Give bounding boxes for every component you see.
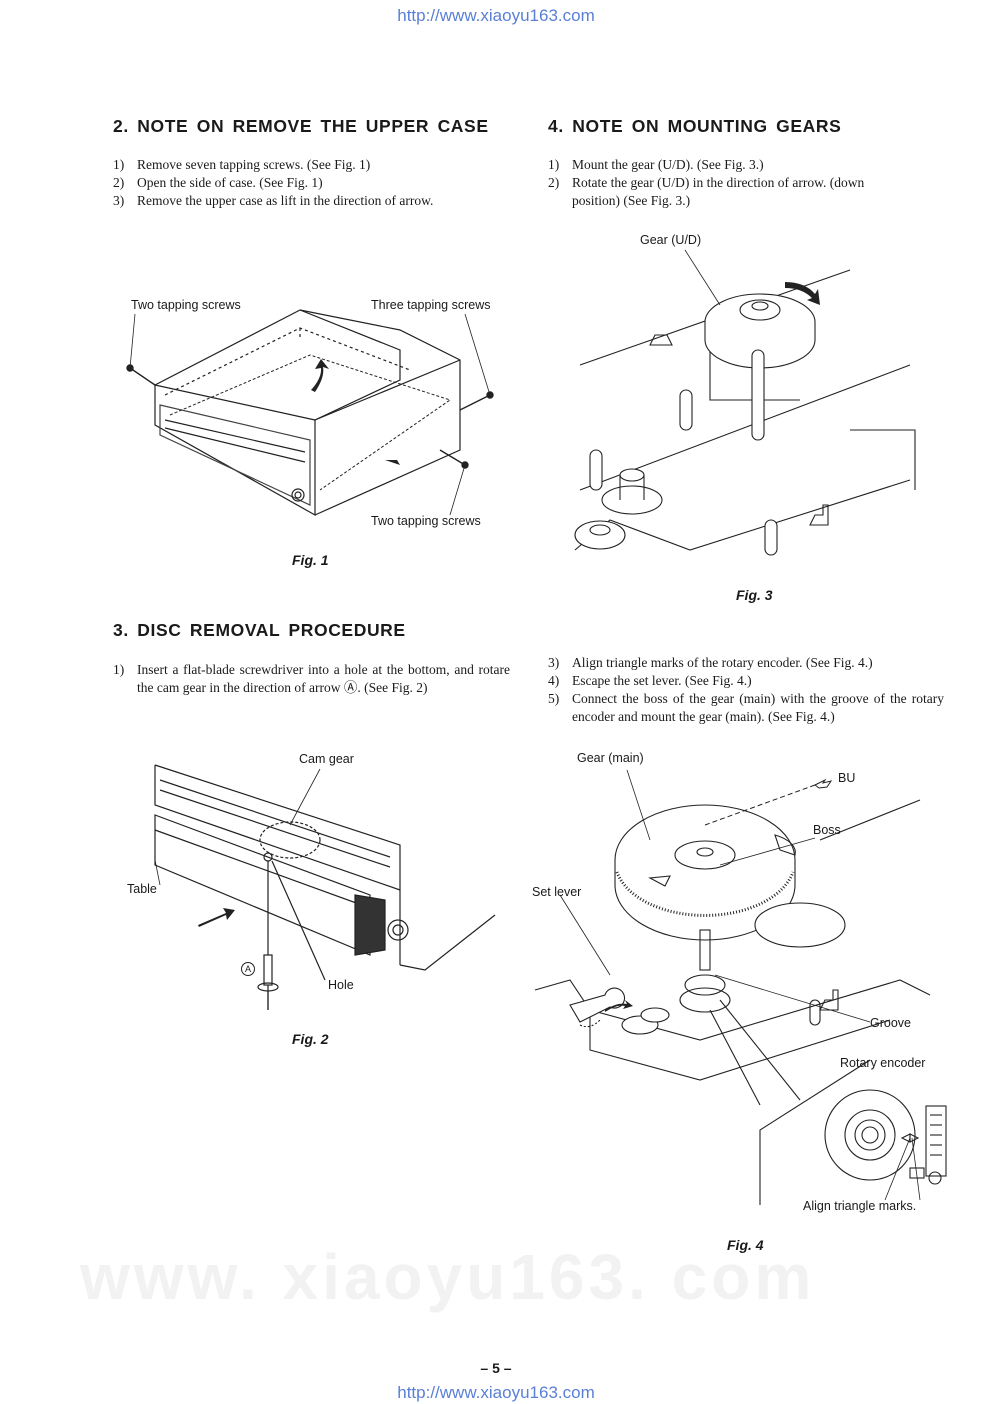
- label-boss: Boss: [813, 823, 841, 837]
- label-gear-ud: Gear (U/D): [640, 233, 702, 247]
- section-2-title: 2. NOTE ON REMOVE THE UPPER CASE: [113, 116, 489, 136]
- section-4-steps: 1)Mount the gear (U/D). (See Fig. 3.) 2)…: [548, 156, 948, 210]
- section-3-steps: 1)Insert a flat-blade screwdriver into a…: [113, 661, 510, 697]
- label-set-lever: Set lever: [532, 885, 582, 899]
- label-groove: Groove: [870, 1016, 911, 1030]
- label-gear-main: Gear (main): [577, 751, 644, 765]
- list-item: 2)Open the side of case. (See Fig. 1): [113, 175, 323, 190]
- label-bu: BU: [838, 771, 856, 785]
- section-4-title: 4. NOTE ON MOUNTING GEARS: [548, 116, 842, 136]
- list-item: 2)Rotate the gear (U/D) in the direction…: [548, 175, 865, 208]
- label-align-marks: Align triangle marks.: [803, 1199, 917, 1213]
- list-item: 1)Insert a flat-blade screwdriver into a…: [113, 662, 510, 695]
- list-item: 3)Remove the upper case as lift in the d…: [113, 193, 434, 208]
- watermark: www. xiaoyu163. com: [80, 1241, 816, 1313]
- page-number: – 5 –: [480, 1360, 512, 1376]
- fig-1-drawing: [126, 309, 494, 517]
- list-item: 1)Remove seven tapping screws. (See Fig.…: [113, 157, 371, 172]
- footer-url-link[interactable]: http://www.xiaoyu163.com: [397, 1383, 595, 1402]
- fig-3-drawing: [574, 249, 916, 556]
- fig-3-caption: Fig. 3: [736, 587, 773, 603]
- label-cam-gear: Cam gear: [299, 752, 354, 766]
- section-4-steps-continued: 3)Align triangle marks of the rotary enc…: [548, 654, 944, 726]
- section-3-title: 3. DISC REMOVAL PROCEDURE: [113, 620, 406, 640]
- fig-2-caption: Fig. 2: [292, 1031, 329, 1047]
- fig-4-caption: Fig. 4: [727, 1237, 764, 1253]
- list-item: 1)Mount the gear (U/D). (See Fig. 3.): [548, 157, 764, 172]
- label-table: Table: [127, 882, 157, 896]
- label-three-screws: Three tapping screws: [371, 298, 491, 312]
- label-a-mark: A: [241, 962, 255, 976]
- label-rotary-encoder: Rotary encoder: [840, 1056, 926, 1070]
- fig-2-drawing: [154, 764, 496, 1010]
- list-item: 4)Escape the set lever. (See Fig. 4.): [548, 673, 752, 688]
- section-2-steps: 1)Remove seven tapping screws. (See Fig.…: [113, 156, 513, 210]
- list-item: 3)Align triangle marks of the rotary enc…: [548, 655, 873, 670]
- header-url-link[interactable]: http://www.xiaoyu163.com: [397, 6, 595, 25]
- list-item: 5)Connect the boss of the gear (main) wi…: [548, 691, 944, 724]
- label-two-screws-top: Two tapping screws: [131, 298, 241, 312]
- fig-1-caption: Fig. 1: [292, 552, 329, 568]
- fig-4-drawing: [534, 769, 947, 1205]
- label-two-screws-bottom: Two tapping screws: [371, 514, 481, 528]
- label-hole: Hole: [328, 978, 354, 992]
